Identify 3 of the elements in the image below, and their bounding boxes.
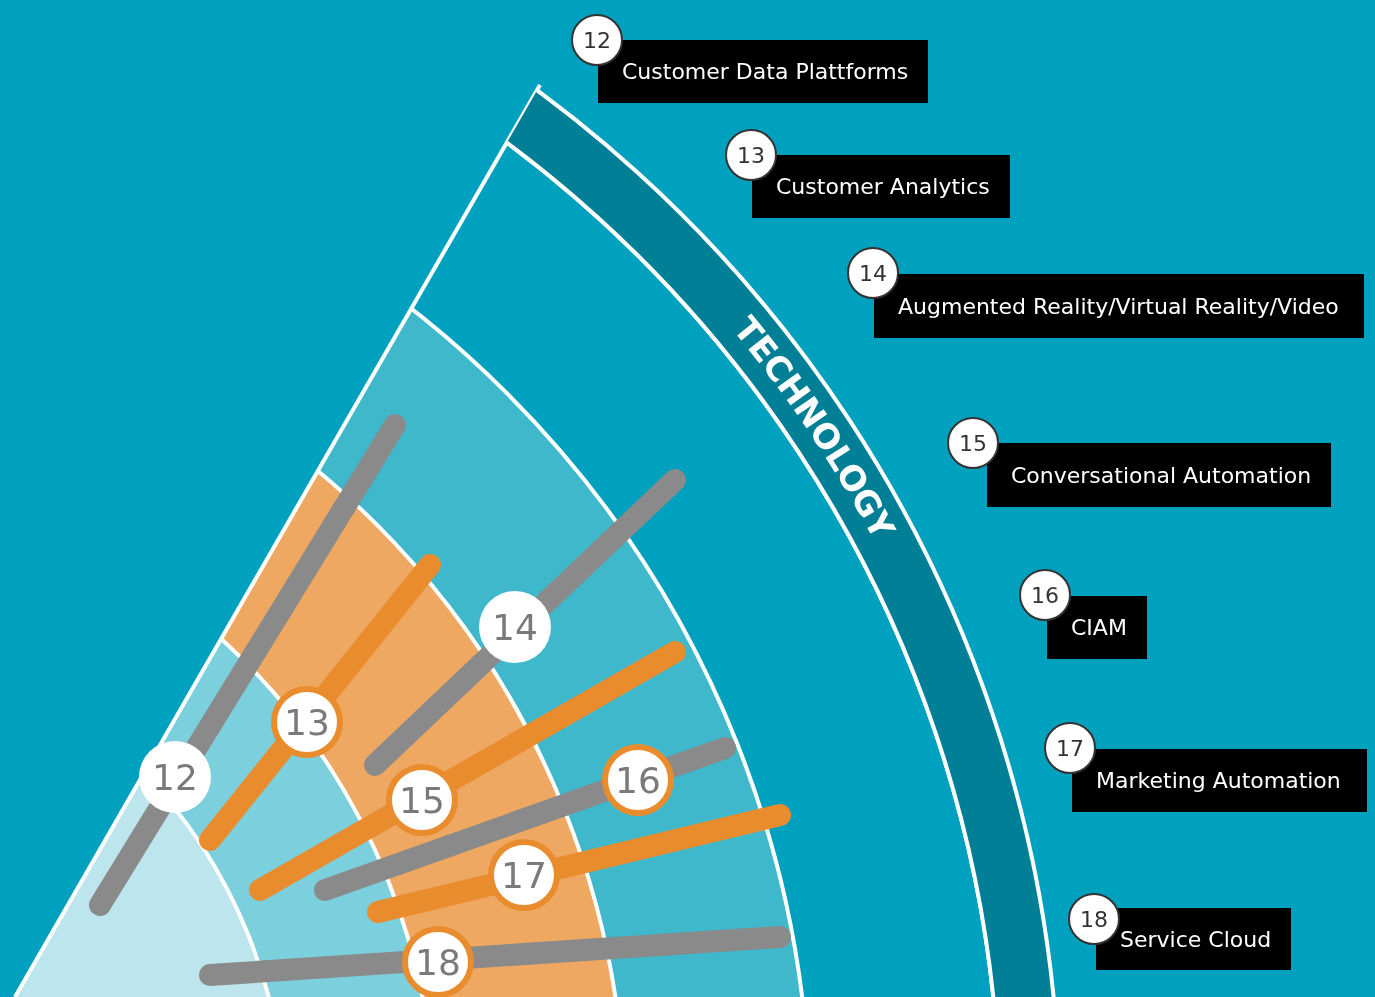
callout-label: Conversational Automation bbox=[987, 443, 1332, 507]
number-badge: 15 bbox=[947, 417, 999, 469]
number-badge: 18 bbox=[1068, 893, 1120, 945]
